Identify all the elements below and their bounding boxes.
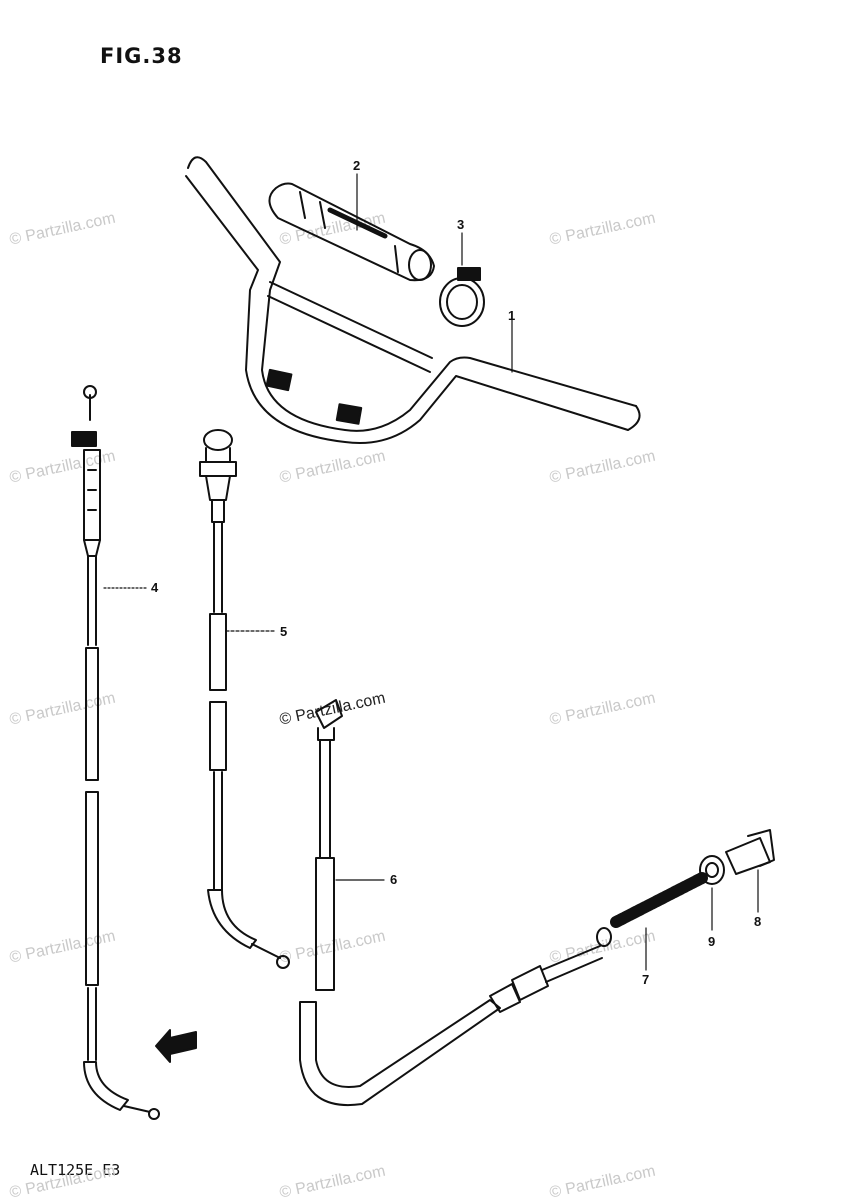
cable-medium [199,429,290,969]
grip [268,182,435,282]
callout-2: 2 [353,158,361,173]
clamp [439,267,485,327]
callout-8: 8 [754,914,762,929]
adjuster-bolt [725,829,775,875]
callout-4: 4 [151,580,159,595]
model-code: ALT125E E3 [30,1161,121,1179]
handlebar [185,156,641,445]
spring [610,872,708,928]
callout-6: 6 [390,872,398,887]
collar [699,855,725,885]
cable-long [71,385,160,1120]
throttle-cable [299,699,612,1106]
callout-1: 1 [508,308,516,323]
figure-title: FIG.38 [100,44,183,68]
callout-9: 9 [708,934,716,949]
callout-3: 3 [457,217,465,232]
callout-7: 7 [642,972,650,987]
forward-arrow [155,1029,197,1063]
callout-5: 5 [280,624,288,639]
